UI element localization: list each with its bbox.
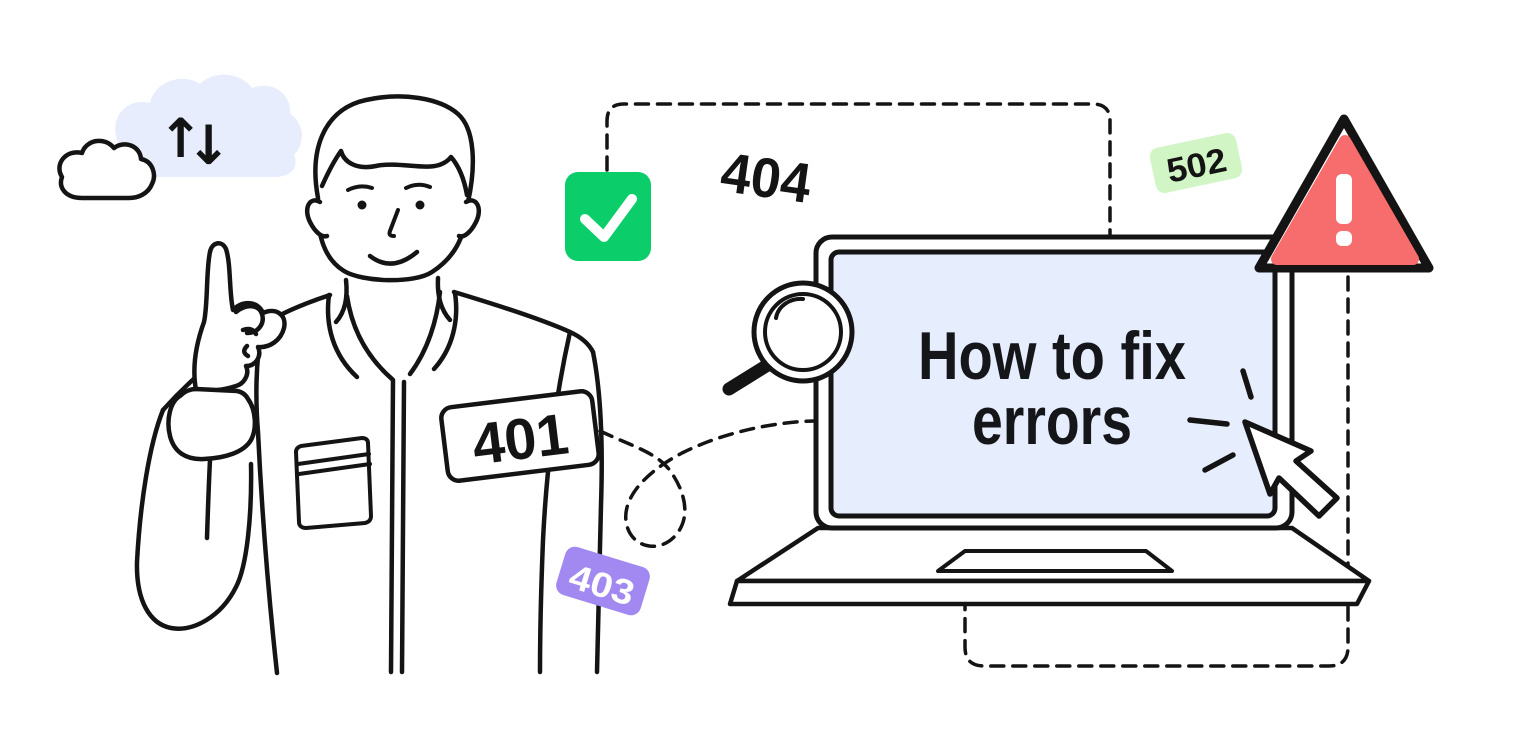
- exclamation-bar: [1336, 174, 1352, 224]
- badge-401-label: 401: [469, 401, 572, 477]
- dashed-connector-loop: [598, 419, 816, 549]
- badge-403: 403: [556, 546, 650, 616]
- magnifier-handle: [722, 359, 773, 396]
- arm-seam-right: [537, 329, 573, 675]
- upload-arrow: ↑: [158, 107, 203, 170]
- eyebrow-right: [404, 182, 432, 190]
- pocket: [294, 436, 373, 530]
- collar-left-inner: [344, 293, 395, 382]
- ear-left: [304, 198, 330, 239]
- magnifier-glare: [774, 296, 805, 320]
- cursor-click-sparks: [1187, 368, 1254, 473]
- collar-right-inner: [407, 289, 443, 377]
- sync-arrows-icon: ↑ ↓: [158, 107, 231, 177]
- pocket-flap-line-2: [297, 462, 372, 476]
- laptop-screen: [828, 249, 1278, 519]
- badge-401-box: [439, 389, 601, 483]
- nose: [387, 208, 400, 238]
- placket-line-2: [399, 379, 407, 675]
- eyebrow-left: [346, 184, 374, 192]
- cloud-outline: [57, 138, 157, 201]
- download-arrow: ↓: [186, 114, 231, 177]
- head-silhouette: [313, 94, 476, 283]
- magnifier-icon: [722, 280, 855, 396]
- cloud-blob: [112, 74, 302, 177]
- cursor-arrow: [1242, 419, 1340, 519]
- badge-502-box: [1149, 133, 1243, 193]
- torso-right-edge: [590, 349, 604, 675]
- warning-triangle-icon: [1254, 114, 1434, 273]
- hair-fringe: [319, 148, 470, 198]
- laptop-icon: [727, 234, 1372, 607]
- badge-404-label: 404: [717, 140, 815, 215]
- collar-right-outer: [431, 290, 459, 372]
- smile: [367, 249, 420, 266]
- cloud-icon: ↑ ↓: [57, 74, 302, 201]
- screen-title-line-1: How to fix: [918, 318, 1186, 394]
- sleeve-outer: [134, 407, 254, 631]
- eye-right: [415, 200, 425, 210]
- badge-403-box: [556, 546, 650, 616]
- finger-curl-3: [242, 343, 251, 359]
- magnifier-lens-inner: [763, 292, 843, 372]
- shoulder-right: [451, 289, 596, 355]
- pointing-hand: [192, 241, 287, 394]
- badge-502: 502: [1149, 133, 1243, 193]
- badge-401: 401: [439, 389, 601, 483]
- check-box: [565, 172, 651, 261]
- person-illustration: [134, 94, 604, 676]
- eye-left: [357, 200, 367, 210]
- finger-curl-2: [240, 326, 259, 337]
- cuff: [166, 386, 258, 462]
- check-icon: [565, 172, 651, 261]
- dashed-connectors: [598, 102, 1350, 668]
- check-mark: [580, 194, 637, 242]
- collar-left-outer: [325, 292, 360, 380]
- screen-title-line-2: errors: [972, 383, 1132, 459]
- laptop-trackpad: [936, 549, 1174, 573]
- placket-line-1: [388, 377, 396, 675]
- screen-title: How to fix errors: [918, 318, 1186, 459]
- dashed-connector-top: [605, 102, 1112, 240]
- pocket-flap-line-1: [296, 452, 371, 466]
- dashed-connector-bottom: [963, 275, 1350, 668]
- ear-right: [456, 198, 482, 239]
- torso-left-edge: [254, 323, 280, 676]
- exclamation-dot: [1336, 231, 1352, 246]
- laptop-base: [727, 578, 1372, 607]
- neck-left: [333, 277, 349, 325]
- cursor-icon: [1187, 368, 1340, 519]
